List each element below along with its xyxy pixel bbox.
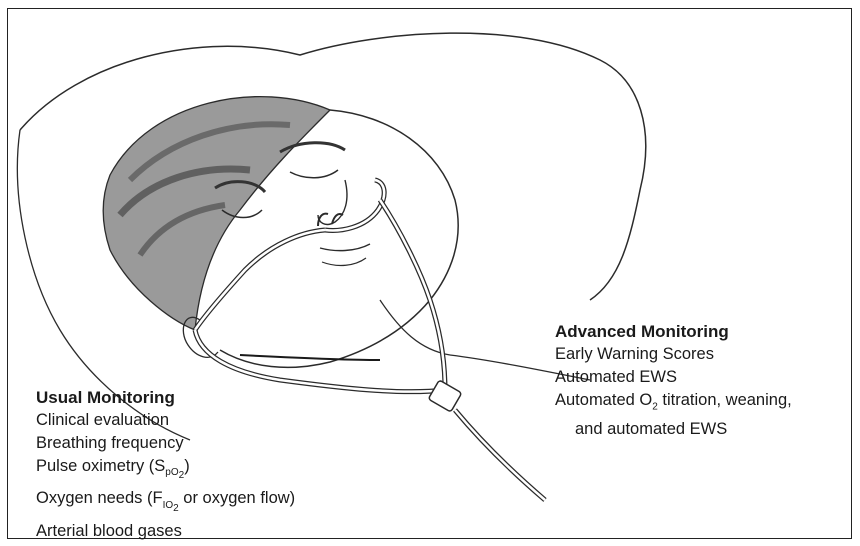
o2-titration-tail: titration, weaning, xyxy=(658,391,792,409)
oxygen-needs-label: Oxygen needs (F xyxy=(36,489,163,507)
advanced-item-early-warning: Early Warning Scores xyxy=(555,343,792,366)
spo2-close: ) xyxy=(184,457,190,475)
advanced-item-automated-ews: Automated EWS xyxy=(555,366,792,389)
o2-titration-label: Automated O xyxy=(555,391,652,409)
advanced-item-automated-ews-combined: and automated EWS xyxy=(555,418,792,441)
advanced-monitoring-heading: Advanced Monitoring xyxy=(555,320,792,343)
usual-item-clinical: Clinical evaluation xyxy=(36,409,295,432)
usual-item-pulse-oximetry: Pulse oximetry (SpO2) xyxy=(36,455,295,487)
advanced-monitoring-panel: Advanced Monitoring Early Warning Scores… xyxy=(555,320,792,441)
spo2-subscript: pO2 xyxy=(165,467,184,478)
fio2-tail: or oxygen flow) xyxy=(179,489,295,507)
usual-monitoring-panel: Usual Monitoring Clinical evaluation Bre… xyxy=(36,386,295,543)
usual-item-arterial-blood-gases: Arterial blood gases xyxy=(36,520,295,543)
pulse-oximetry-label: Pulse oximetry (S xyxy=(36,457,165,475)
usual-item-breathing: Breathing frequency xyxy=(36,432,295,455)
usual-item-oxygen-needs: Oxygen needs (FIO2 or oxygen flow) xyxy=(36,487,295,519)
advanced-item-o2-titration: Automated O2 titration, weaning, xyxy=(555,389,792,418)
spo2-sub-text: pO xyxy=(165,467,178,478)
fio2-subscript: IO2 xyxy=(163,500,179,511)
fio2-sub-text: IO xyxy=(163,500,174,511)
usual-monitoring-heading: Usual Monitoring xyxy=(36,386,295,409)
